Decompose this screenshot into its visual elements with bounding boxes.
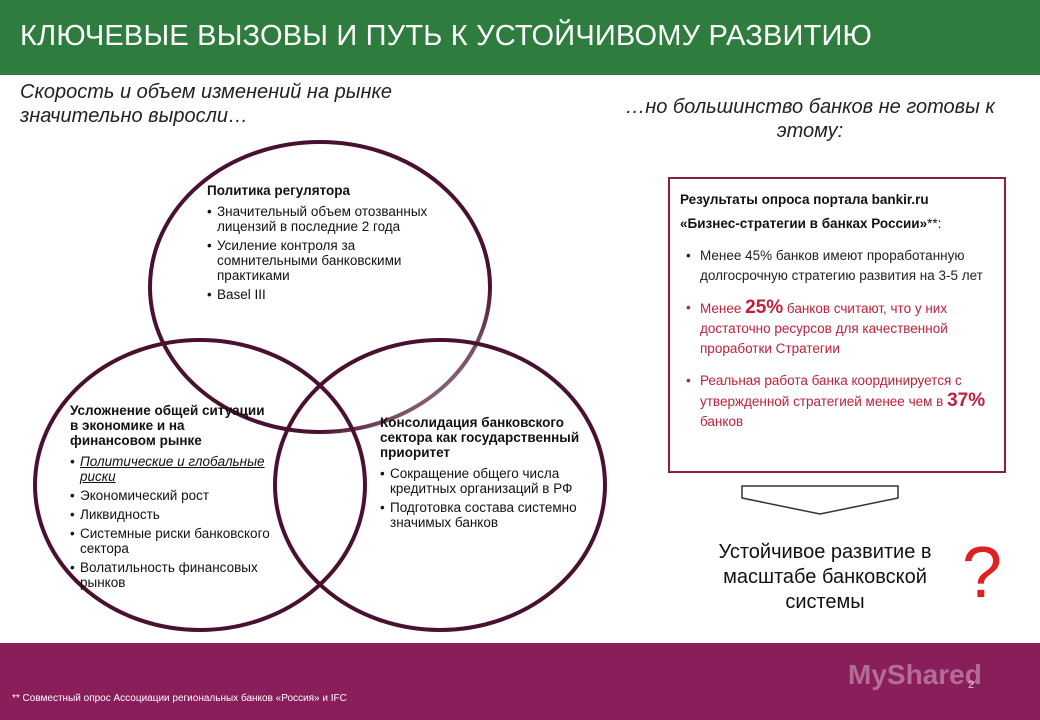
footnote: ** Совместный опрос Ассоциации региональ… [12, 693, 347, 704]
list-item: Basel III [207, 287, 447, 302]
question-mark-icon: ? [962, 533, 1003, 613]
list-item: Сокращение общего числа кредитных органи… [380, 466, 580, 496]
survey-item: Менее 25% банков считают, что у них дост… [680, 298, 994, 359]
list-item: Усиление контроля за сомнительными банко… [207, 238, 447, 283]
circle-regulator-text: Политика регулятора Значительный объем о… [207, 183, 447, 306]
list-item: Подготовка состава системно значимых бан… [380, 500, 580, 530]
circle-regulator-title: Политика регулятора [207, 183, 351, 198]
subtitle-right: …но большинство банков не готовы к этому… [625, 96, 995, 142]
survey-box: Результаты опроса портала bankir.ru «Биз… [668, 177, 1006, 473]
circle-consolidation [273, 338, 607, 632]
header-bar: КЛЮЧЕВЫЕ ВЫЗОВЫ И ПУТЬ К УСТОЙЧИВОМУ РАЗ… [0, 0, 1040, 75]
circle-regulator [148, 140, 492, 434]
watermark-logo: MyShared [848, 659, 982, 690]
survey-item-text: Менее [700, 301, 746, 316]
circle-economy-text: Усложнение общей ситуации в экономике и … [70, 403, 270, 594]
survey-title-line2: «Бизнес-стратегии в банках России»**: [680, 212, 994, 236]
down-arrow-icon [741, 485, 899, 515]
survey-item-text: банков [700, 414, 744, 429]
survey-name: «Бизнес-стратегии в банках России» [680, 216, 928, 231]
survey-item-text: банков считают, что у них достаточно рес… [700, 301, 948, 356]
circle-consolidation-text: Консолидация банковского сектора как гос… [380, 415, 580, 534]
highlight-percent: 25% [745, 297, 784, 318]
highlight-percent: 37% [947, 390, 986, 411]
page-number: 2 [968, 679, 975, 691]
survey-title-line1: Результаты опроса портала bankir.ru [680, 192, 929, 207]
survey-item: Менее 45% банков имеют проработанную дол… [680, 246, 994, 286]
subtitle-left: Скорость и объем изменений на рынке знач… [20, 81, 393, 127]
sustainable-development-text: Устойчивое развитие в масштабе банковско… [718, 541, 932, 613]
survey-item-text: Реальная работа банка координируется с у… [700, 373, 962, 409]
list-item: Значительный объем отозванных лицензий в… [207, 204, 447, 234]
list-item: Ликвидность [70, 507, 270, 522]
page-title: КЛЮЧЕВЫЕ ВЫЗОВЫ И ПУТЬ К УСТОЙЧИВОМУ РАЗ… [20, 20, 873, 52]
circle-economy-title: Усложнение общей ситуации в экономике и … [70, 403, 265, 448]
survey-footnote-mark: **: [927, 216, 942, 231]
list-item: Волатильность финансовых рынков [70, 560, 270, 590]
circle-consolidation-title: Консолидация банковского сектора как гос… [380, 415, 580, 460]
list-item: Политические и глобальные риски [70, 454, 270, 484]
list-item: Системные риски банковского сектора [70, 526, 270, 556]
footer-bar: MyShared 2 ** Совместный опрос Ассоциаци… [0, 643, 1040, 720]
list-item: Экономический рост [70, 488, 270, 503]
survey-item: Реальная работа банка координируется с у… [680, 371, 994, 432]
circle-economy [33, 338, 367, 632]
survey-title: Результаты опроса портала bankir.ru «Биз… [680, 188, 994, 236]
